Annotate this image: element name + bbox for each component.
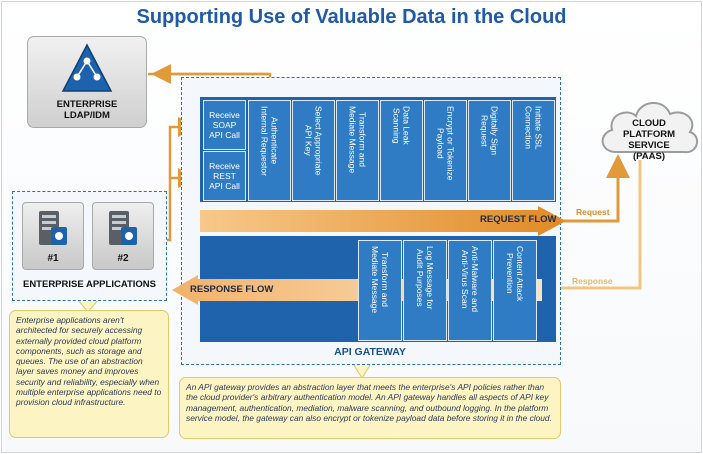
step-anti-malware-label: Anti-Malware and Anti-Virus Scan: [460, 246, 480, 313]
request-flow-label: REQUEST FLOW: [480, 214, 557, 225]
server-2-box: #2: [92, 202, 154, 270]
server-2-icon: [109, 211, 137, 245]
server-1-label: #1: [47, 253, 59, 264]
step-sign-label: Digitally Sign Request: [479, 106, 500, 156]
receive-soap-box: Receive SOAP API Call: [203, 100, 246, 150]
server-2-label: #2: [117, 253, 129, 264]
step-transform-request: Transform and Mediate Message: [336, 100, 379, 201]
server-1-icon: [39, 211, 67, 245]
step-select-api-key-label: Select Appropriate API Key: [303, 106, 324, 176]
api-gateway-label: API GATEWAY: [334, 346, 406, 358]
cloud-icon: [601, 102, 699, 154]
step-log-message: Log Message for Audit Purposes: [403, 240, 447, 341]
cloud-platform-label: CLOUD PLATFORM SERVICE (PAAS): [622, 118, 676, 162]
step-encrypt: Encrypt or Tokenize Payload: [424, 100, 467, 201]
directory-pyramid-icon: [61, 43, 113, 92]
step-authenticate: Authenticate Internal Requestor: [248, 100, 291, 201]
response-connector: [545, 160, 642, 290]
step-data-leak: Data Leak Scanning: [380, 100, 423, 201]
enterprise-apps-label: ENTERPRISE APPLICATIONS: [22, 279, 156, 290]
step-ssl: Initiate SSL Connection: [512, 100, 555, 201]
enterprise-apps-container: #1 #2 ENTERPRISE APPLICATIONS: [12, 191, 167, 301]
step-ssl-label: Initiate SSL Connection: [523, 106, 544, 150]
step-content-attack: Content Attack Prevention: [493, 240, 537, 341]
diagram-title: Supporting Use of Valuable Data in the C…: [136, 6, 567, 28]
step-anti-malware: Anti-Malware and Anti-Virus Scan: [448, 240, 492, 341]
response-flow-label: RESPONSE FLOW: [190, 284, 274, 295]
step-select-api-key: Select Appropriate API Key: [292, 100, 335, 201]
step-content-attack-label: Content Attack Prevention: [505, 246, 525, 302]
gateway-note: An API gateway provides an abstraction l…: [179, 377, 561, 439]
request-label: Request: [576, 207, 610, 217]
step-encrypt-label: Encrypt or Tokenize Payload: [435, 106, 456, 181]
request-connector: [560, 154, 630, 223]
response-label: Response: [572, 276, 613, 286]
step-data-leak-label: Data Leak Scanning: [391, 106, 412, 145]
step-log-message-label: Log Message for Audit Purposes: [415, 246, 435, 310]
step-authenticate-label: Authenticate Internal Requestor: [259, 106, 280, 176]
ldap-label: ENTERPRISE LDAP/IDM: [56, 99, 118, 121]
request-flow-arrow: [200, 206, 566, 236]
server-1-box: #1: [22, 202, 84, 270]
apps-note: Enterprise applications aren't architect…: [9, 310, 169, 438]
step-transform-request-label: Transform and Mediate Message: [347, 106, 368, 174]
enterprise-ldap-box: ENTERPRISE LDAP/IDM: [27, 36, 147, 128]
step-sign: Digitally Sign Request: [468, 100, 511, 201]
step-transform-response: Transform and Mediate Message: [358, 240, 402, 341]
step-transform-response-label: Transform and Mediate Message: [370, 246, 390, 314]
receive-rest-box: Receive REST API Call: [203, 151, 246, 201]
